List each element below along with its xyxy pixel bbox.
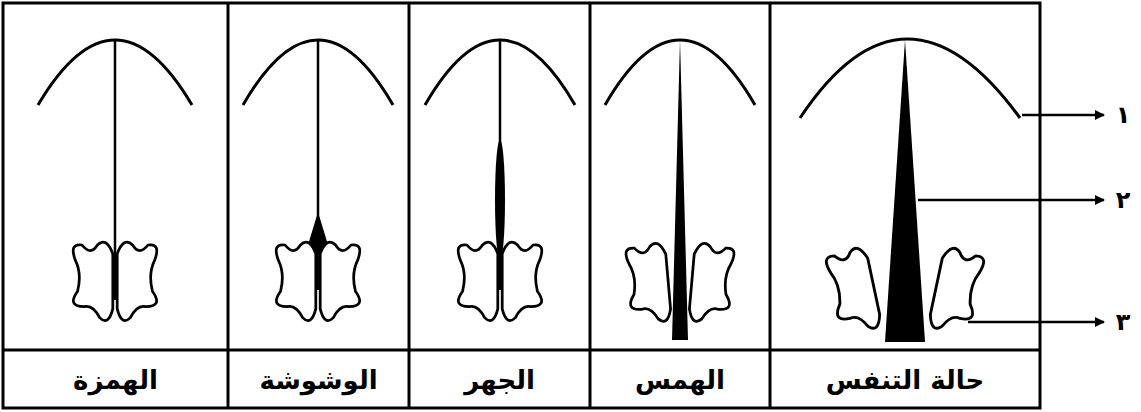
leader-arrow xyxy=(1022,114,1104,117)
column-label: الوشوشة xyxy=(228,352,409,407)
column-label: الجهر xyxy=(409,352,590,407)
table-border xyxy=(3,3,1040,408)
column-label: الهمس xyxy=(590,352,770,407)
column-label: حالة التنفس xyxy=(770,352,1040,407)
callout-number: ٢ xyxy=(1108,185,1138,215)
arytenoid-cartilage xyxy=(688,242,734,324)
column-label: الهمزة xyxy=(3,352,228,407)
arytenoid-cartilage xyxy=(502,242,542,320)
arytenoid-cartilage xyxy=(73,242,113,320)
column-line xyxy=(227,3,230,408)
whisper-state xyxy=(605,40,755,340)
leader-arrow xyxy=(968,321,1104,324)
column-line xyxy=(769,3,772,408)
vibrating-folds xyxy=(495,140,505,260)
voicing-state xyxy=(425,40,575,321)
arytenoid-cartilage xyxy=(625,242,671,324)
arytenoid-cartilage xyxy=(825,246,883,335)
hushing-state xyxy=(243,40,393,321)
leader-arrow xyxy=(918,199,1104,202)
leader-arrows xyxy=(918,115,1104,322)
callout-number: ٣ xyxy=(1108,307,1138,337)
column-line xyxy=(589,3,592,408)
arytenoid-cartilage xyxy=(458,242,498,320)
arytenoid-cartilage xyxy=(117,242,157,320)
callout-number: ١ xyxy=(1108,100,1138,130)
table-grid xyxy=(3,3,1040,408)
breathing-state xyxy=(800,39,1020,342)
glottal-stop-state xyxy=(38,40,192,321)
arytenoid-cartilage xyxy=(320,242,360,320)
glottis-opening xyxy=(885,40,925,342)
arytenoid-cartilage xyxy=(276,242,316,320)
row-line xyxy=(3,349,1040,352)
glottis-opening xyxy=(672,40,688,340)
column-line xyxy=(408,3,411,408)
thyroid-arc xyxy=(800,39,1020,118)
